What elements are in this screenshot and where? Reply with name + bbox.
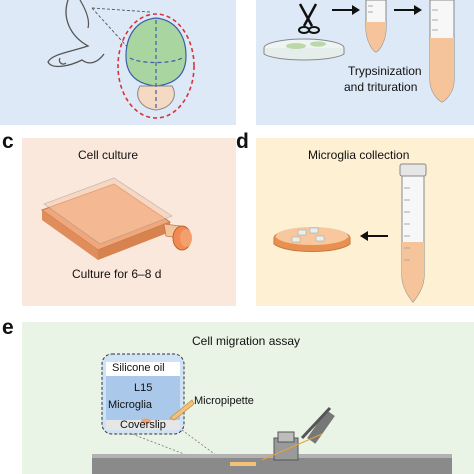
scissors-icon [298,3,320,34]
panel-e-title: Cell migration assay [192,334,301,348]
micropipette-icon [169,399,195,421]
culture-flask-illustration [40,177,192,260]
petri-dish-icon [263,38,345,61]
label-l15: L15 [134,382,153,394]
panel-c-title: Cell culture [78,148,139,162]
micromanipulator-icon [261,406,335,461]
chamber-inset [101,353,185,435]
microscope-stage [92,454,452,474]
arrow-left-icon [360,231,388,241]
panel-b-caption-line1: Trypsinization [348,64,422,78]
panel-b: Trypsinization and trituration [256,0,474,125]
migration-assay-illustration [92,353,452,474]
panel-c-caption: Culture for 6–8 d [72,267,162,281]
petri-dish-icon [273,227,351,252]
microtube-icon [365,0,387,53]
label-microglia: Microglia [108,399,153,411]
panel-d-title: Microglia collection [308,148,410,162]
arrow-icon [332,5,422,15]
panel-a [0,0,236,125]
panel-d: Microglia collection [256,138,474,306]
mouse-brain-illustration [47,0,195,119]
label-silicone-oil: Silicone oil [112,362,165,374]
panel-b-caption-line2: and trituration [344,80,418,94]
panel-e: Cell migration assay Silicone oil L15 Mi… [22,322,474,474]
culture-flask-icon [40,177,192,260]
dissociation-illustration [263,0,455,103]
label-coverslip: Coverslip [120,419,166,431]
panel-d-letter: d [236,130,249,153]
label-micropipette: Micropipette [194,395,254,407]
panel-e-letter: e [2,316,14,339]
conical-tube-icon [399,163,427,303]
conical-tube-icon [429,0,455,103]
panel-c-letter: c [2,130,14,153]
panel-c: Cell culture Culture for 6–8 d [22,138,236,306]
microglia-collection-illustration [273,163,427,303]
